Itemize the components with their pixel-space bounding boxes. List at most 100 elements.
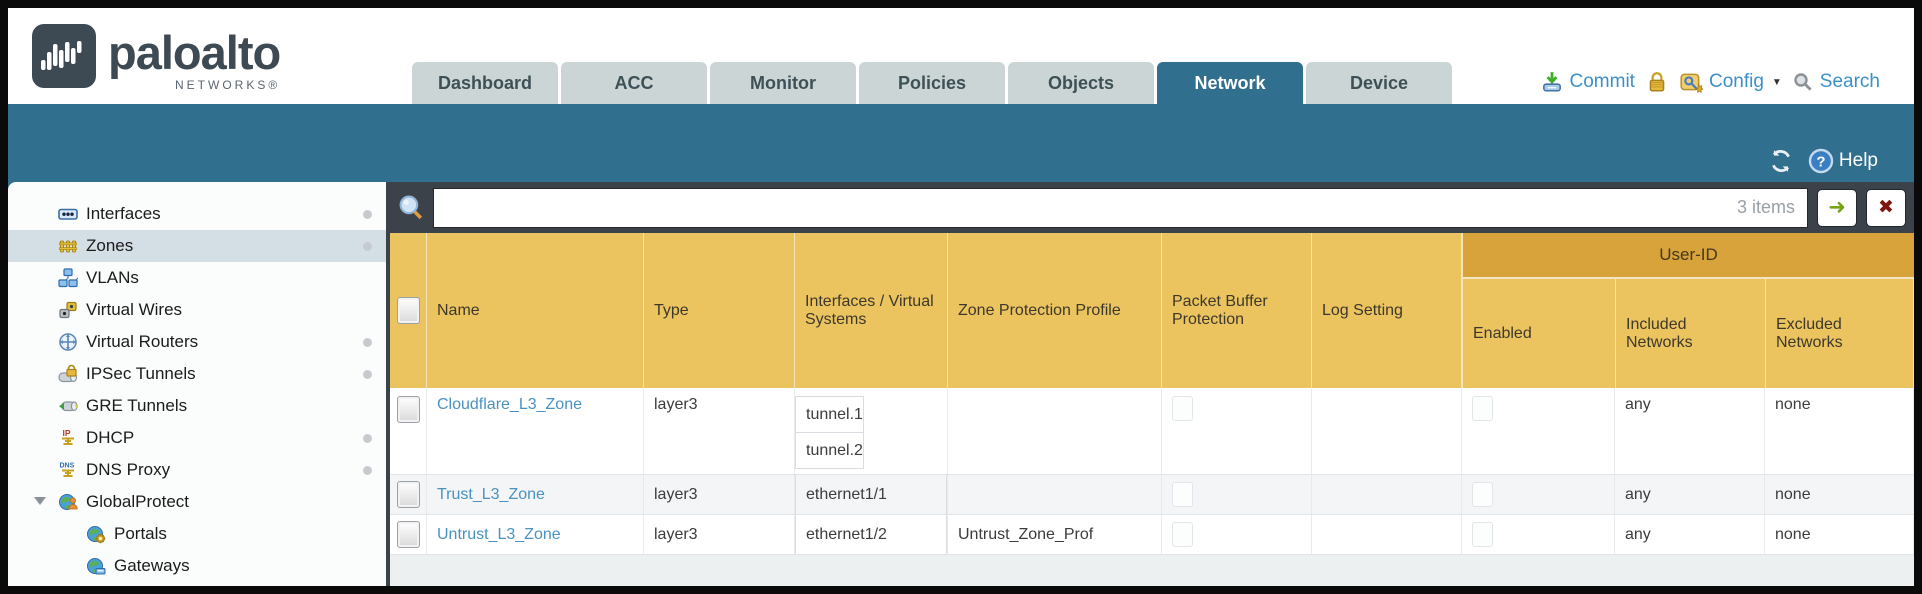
tab-policies[interactable]: Policies (859, 62, 1005, 104)
column-header-excluded-networks[interactable]: Excluded Networks (1766, 279, 1914, 388)
zone-type-cell: layer3 (644, 475, 795, 514)
ipsec-tunnels-icon (58, 364, 78, 384)
tab-monitor[interactable]: Monitor (710, 62, 856, 104)
lock-icon[interactable] (1645, 70, 1669, 94)
help-icon (1808, 148, 1834, 174)
zone-name-link[interactable]: Trust_L3_Zone (437, 485, 545, 503)
sidebar-item-gre-tunnels[interactable]: GRE Tunnels (8, 390, 386, 422)
user-id-enabled-checkbox[interactable] (1472, 396, 1493, 421)
main-content: 3 items ➜ ✖ Name Type Interfaces / Virtu… (386, 182, 1914, 586)
sidebar-item-vlans[interactable]: VLANs (8, 262, 386, 294)
sidebar-item-gateways[interactable]: Gateways (8, 550, 386, 582)
paloalto-logo-icon (32, 24, 96, 88)
excluded-networks-cell: none (1765, 475, 1914, 514)
tab-acc[interactable]: ACC (561, 62, 707, 104)
commit-button[interactable]: Commit (1540, 70, 1635, 94)
status-dot (363, 434, 372, 443)
clear-filter-button[interactable]: ✖ (1866, 188, 1906, 227)
column-header-included-networks[interactable]: Included Networks (1616, 279, 1766, 388)
virtual-wires-icon (58, 300, 78, 320)
column-header-name[interactable]: Name (427, 233, 644, 388)
search-button[interactable]: Search (1792, 71, 1880, 93)
user-id-enabled-checkbox[interactable] (1472, 482, 1493, 507)
top-actions: Commit Config ▼ Search (1540, 70, 1880, 94)
interfaces-icon (58, 204, 78, 224)
table-filler (390, 555, 1914, 586)
excluded-networks-cell: none (1765, 515, 1914, 554)
status-dot (363, 210, 372, 219)
zone-protection-cell: Untrust_Zone_Prof (948, 515, 1162, 554)
zone-name-link[interactable]: Cloudflare_L3_Zone (437, 396, 582, 413)
excluded-networks-cell: none (1765, 388, 1914, 474)
zone-interfaces-cell: ethernet1/2 (795, 515, 948, 554)
filter-magnifier-icon (398, 194, 425, 221)
sidebar-item-ipsec-tunnels[interactable]: IPSec Tunnels (8, 358, 386, 390)
column-header-interfaces[interactable]: Interfaces / Virtual Systems (795, 233, 948, 388)
row-checkbox[interactable] (396, 481, 420, 508)
zone-protection-cell (948, 388, 1162, 474)
refresh-icon[interactable] (1768, 148, 1794, 174)
column-header-log-setting[interactable]: Log Setting (1312, 233, 1462, 388)
gateways-icon (86, 556, 106, 576)
virtual-routers-icon (58, 332, 78, 352)
dns-proxy-icon (58, 460, 78, 480)
sidebar-item-virtual-routers[interactable]: Virtual Routers (8, 326, 386, 358)
log-setting-cell (1312, 475, 1462, 514)
filter-input[interactable] (434, 188, 1737, 227)
help-button[interactable]: Help (1808, 148, 1878, 174)
status-dot (363, 466, 372, 475)
sidebar-item-zones[interactable]: Zones (8, 230, 386, 262)
config-menu-button[interactable]: Config ▼ (1679, 70, 1782, 94)
expander-triangle-icon[interactable] (34, 497, 46, 505)
items-count: 3 items (1736, 197, 1795, 217)
sidebar-item-interfaces[interactable]: Interfaces (8, 198, 386, 230)
commit-icon (1540, 70, 1564, 94)
app-window: paloalto NETWORKS® Dashboard ACC Monitor… (8, 8, 1914, 586)
user-id-group-header: User-ID (1463, 233, 1914, 279)
paloalto-logo: paloalto NETWORKS® (32, 24, 281, 92)
included-networks-cell: any (1615, 388, 1765, 474)
packet-buffer-checkbox[interactable] (1172, 522, 1193, 547)
column-header-zone-protection[interactable]: Zone Protection Profile (948, 233, 1162, 388)
packet-buffer-checkbox[interactable] (1172, 396, 1193, 421)
main-nav-tabs: Dashboard ACC Monitor Policies Objects N… (412, 62, 1455, 104)
log-setting-cell (1312, 388, 1462, 474)
column-header-enabled[interactable]: Enabled (1463, 279, 1616, 388)
zone-interfaces-cell: ethernet1/1 (795, 475, 948, 514)
sidebar-item-virtual-wires[interactable]: Virtual Wires (8, 294, 386, 326)
zone-name-link[interactable]: Untrust_L3_Zone (437, 525, 561, 543)
user-id-column-group: User-ID Enabled Included Networks Exclud… (1462, 233, 1914, 388)
header-band: Help (8, 104, 1914, 182)
tab-objects[interactable]: Objects (1008, 62, 1154, 104)
filter-toolbar: 3 items ➜ ✖ (390, 182, 1914, 233)
filter-input-wrap: 3 items (433, 187, 1808, 228)
select-all-checkbox[interactable] (396, 297, 420, 324)
status-dot (363, 242, 372, 251)
tab-device[interactable]: Device (1306, 62, 1452, 104)
status-dot (363, 370, 372, 379)
row-checkbox[interactable] (396, 396, 420, 423)
packet-buffer-checkbox[interactable] (1172, 482, 1193, 507)
user-id-enabled-checkbox[interactable] (1472, 522, 1493, 547)
sidebar-item-globalprotect[interactable]: GlobalProtect (8, 486, 386, 518)
table-row: Trust_L3_Zone layer3 ethernet1/1 any non… (390, 475, 1914, 515)
portals-icon (86, 524, 106, 544)
zone-protection-cell (948, 475, 1162, 514)
apply-filter-button[interactable]: ➜ (1817, 188, 1857, 227)
zone-type-cell: layer3 (644, 515, 795, 554)
sidebar: Interfaces Zones VLANs Virtual Wires Vir… (8, 182, 386, 586)
search-icon (1792, 71, 1814, 93)
row-checkbox[interactable] (396, 521, 420, 548)
column-header-packet-buffer[interactable]: Packet Buffer Protection (1162, 233, 1312, 388)
sidebar-item-dhcp[interactable]: DHCP (8, 422, 386, 454)
tab-network[interactable]: Network (1157, 62, 1303, 104)
sidebar-item-portals[interactable]: Portals (8, 518, 386, 550)
tab-dashboard[interactable]: Dashboard (412, 62, 558, 104)
column-header-type[interactable]: Type (644, 233, 795, 388)
sidebar-item-dns-proxy[interactable]: DNS Proxy (8, 454, 386, 486)
interface-value: ethernet1/1 (795, 475, 947, 514)
interface-value: tunnel.1 (795, 396, 864, 433)
interface-value: tunnel.2 (795, 432, 864, 469)
